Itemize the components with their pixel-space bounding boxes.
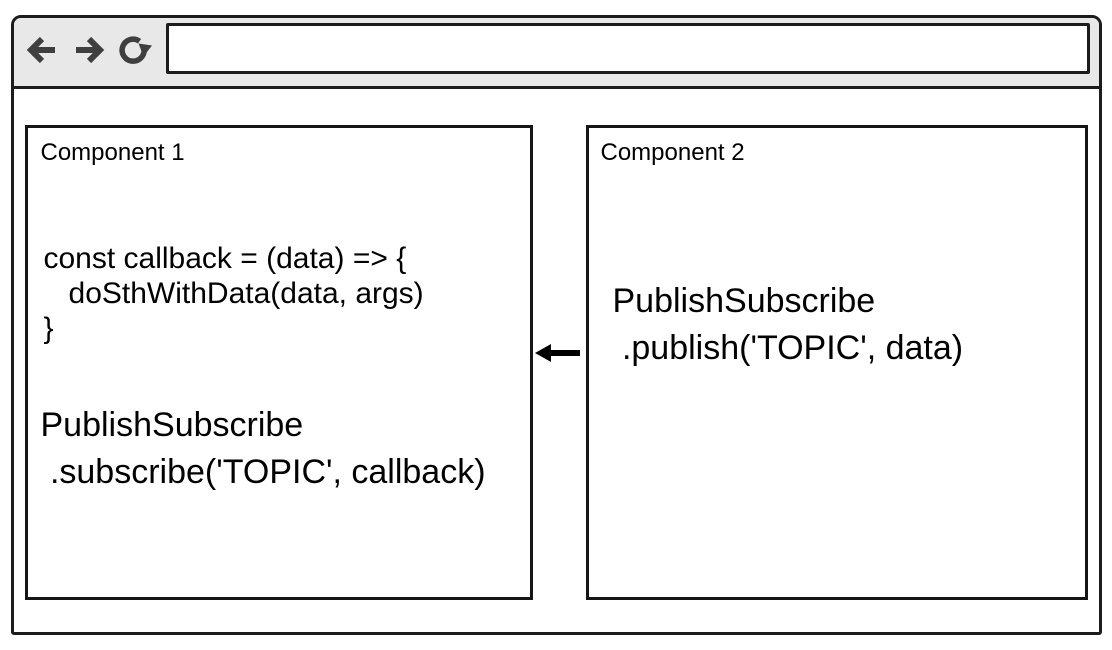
code-line: const callback = (data) => { — [43, 241, 407, 275]
refresh-icon[interactable] — [115, 31, 153, 69]
address-bar[interactable] — [165, 22, 1090, 74]
component-2-box: Component 2 PublishSubscribe .publish('T… — [585, 124, 1088, 600]
back-icon[interactable] — [25, 34, 57, 66]
browser-toolbar — [14, 18, 1099, 89]
browser-window: Component 1 const callback = (data) => {… — [11, 15, 1102, 635]
subscribe-code-block: PublishSubscribe .subscribe('TOPIC', cal… — [41, 402, 486, 496]
code-line: doSthWithData(data, args) — [43, 276, 424, 310]
callback-code-block: const callback = (data) => { doSthWithDa… — [44, 241, 424, 346]
code-line: } — [43, 311, 54, 345]
component-1-title: Component 1 — [40, 138, 185, 166]
pubsub-line: .subscribe('TOPIC', callback) — [40, 452, 486, 491]
pubsub-line: PublishSubscribe — [40, 405, 304, 444]
component-1-box: Component 1 const callback = (data) => {… — [24, 124, 533, 600]
pubsub-line: PublishSubscribe — [612, 281, 876, 320]
component-2-title: Component 2 — [600, 138, 745, 166]
pubsub-line: .publish('TOPIC', data) — [612, 328, 964, 367]
publish-code-block: PublishSubscribe .publish('TOPIC', data) — [613, 278, 964, 372]
arrow-left-icon — [534, 343, 580, 362]
forward-icon[interactable] — [74, 34, 106, 66]
